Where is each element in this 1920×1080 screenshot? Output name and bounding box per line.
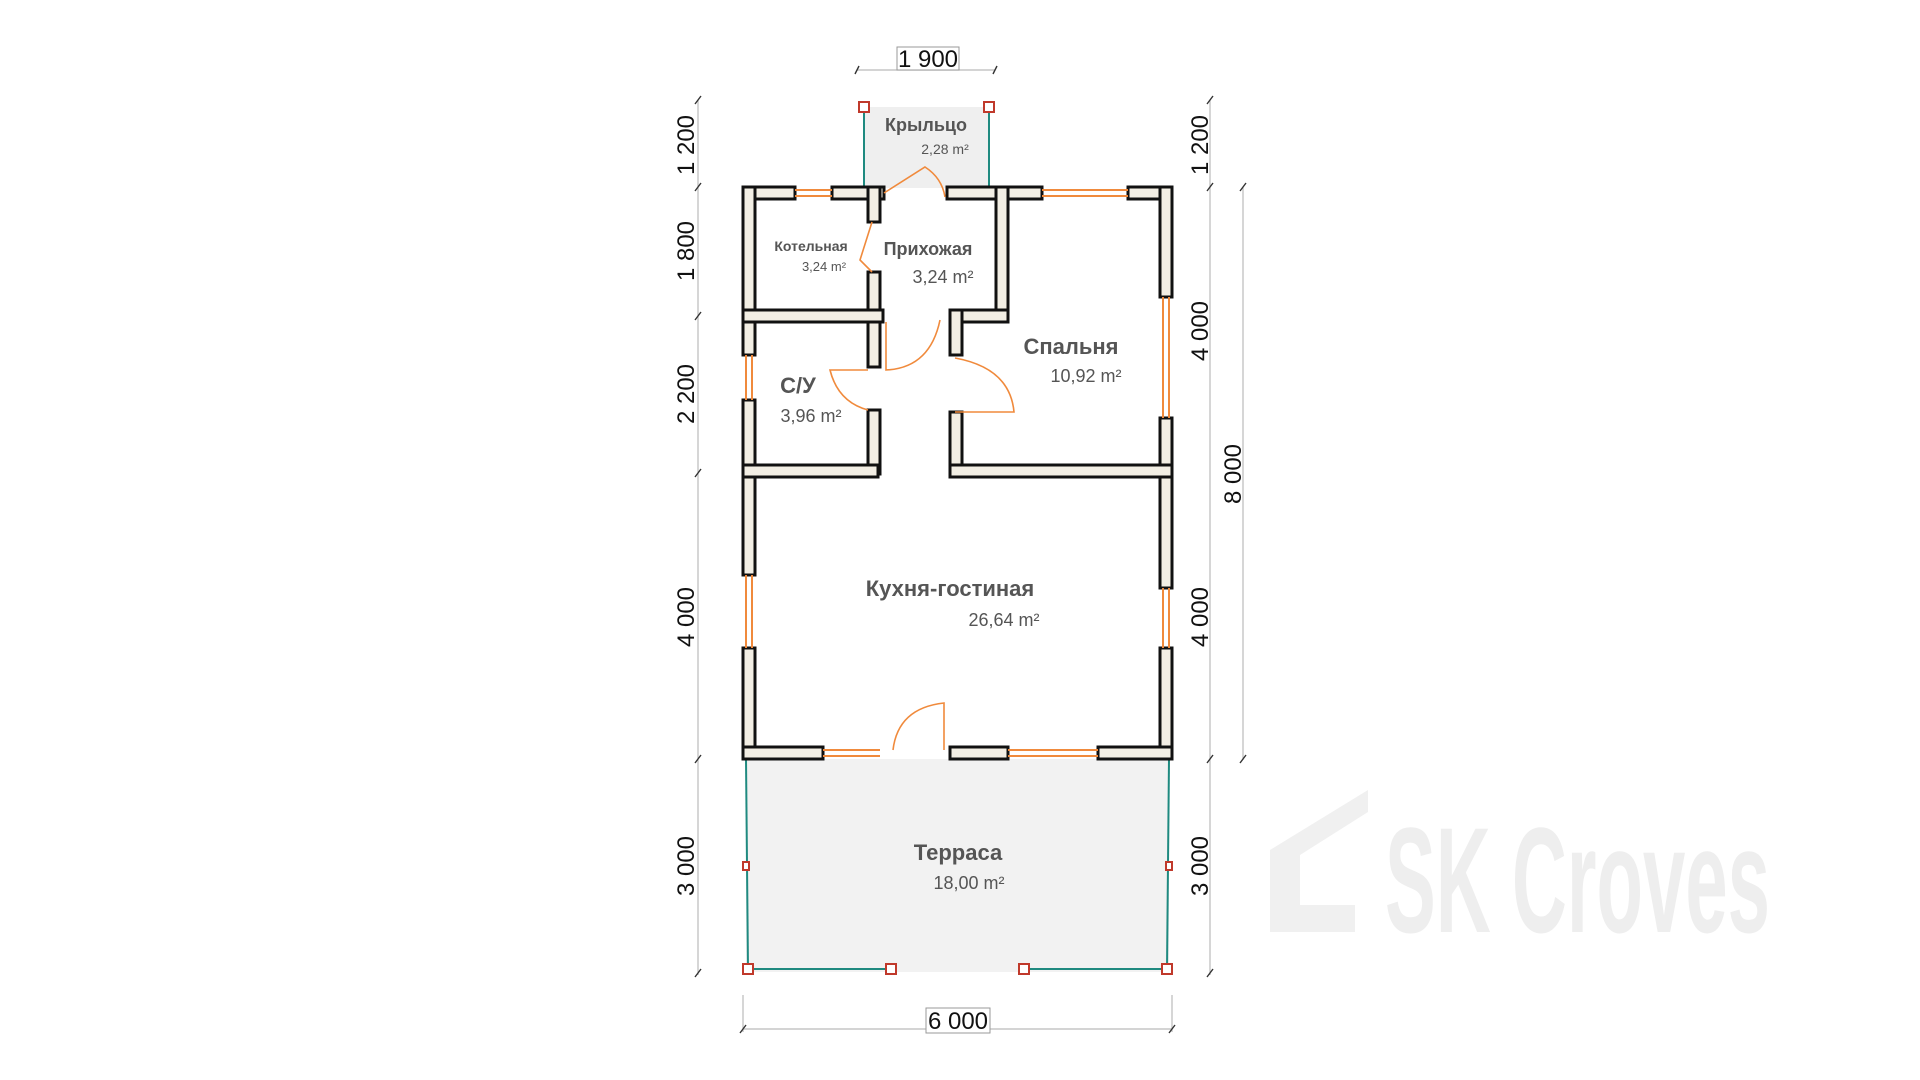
room-name-terrace: Терраса (914, 840, 1003, 865)
room-name-bathroom: С/У (780, 373, 816, 398)
dim-right-3: 4 000 (1187, 587, 1214, 647)
doors (828, 166, 1015, 751)
watermark-text: SK Croves (1385, 796, 1770, 964)
room-name-hall: Прихожая (884, 239, 973, 259)
dim-left-5: 3 000 (673, 836, 700, 896)
room-area-boiler: 3,24 m² (802, 259, 847, 274)
room-area-bathroom: 3,96 m² (780, 406, 841, 426)
dim-right-1: 1 200 (1187, 115, 1214, 175)
room-labels: Крыльцо 2,28 m² Котельная 3,24 m² Прихож… (774, 115, 1121, 893)
room-area-porch: 2,28 m² (921, 141, 969, 157)
dim-right-4: 3 000 (1187, 836, 1214, 896)
windows (745, 189, 1170, 757)
dimension-lines (694, 65, 1247, 1034)
posts (742, 101, 1173, 975)
terrace-area (746, 759, 1169, 972)
room-name-kitchen: Кухня-гостиная (866, 576, 1035, 601)
watermark-logo: SK Croves (1270, 790, 1770, 964)
walls (741, 185, 1174, 761)
dim-left-2: 1 800 (673, 221, 700, 281)
room-area-bedroom: 10,92 m² (1050, 366, 1121, 386)
room-area-hall: 3,24 m² (912, 267, 973, 287)
dim-left-1: 1 200 (673, 115, 700, 175)
room-name-boiler: Котельная (774, 238, 847, 254)
dim-left-4: 4 000 (673, 587, 700, 647)
dim-bottom-total: 6 000 (928, 1008, 988, 1035)
dim-right-total: 8 000 (1220, 444, 1247, 504)
dim-top-porch: 1 900 (898, 46, 958, 73)
dimension-labels: 1 900 6 000 1 200 1 800 2 200 4 000 3 00… (673, 46, 1247, 1035)
dim-right-2: 4 000 (1187, 301, 1214, 361)
porch-area (863, 107, 989, 188)
room-area-terrace: 18,00 m² (933, 873, 1004, 893)
dim-left-3: 2 200 (673, 364, 700, 424)
room-name-porch: Крыльцо (885, 115, 967, 135)
room-name-bedroom: Спальня (1023, 334, 1118, 359)
room-area-kitchen: 26,64 m² (968, 610, 1039, 630)
